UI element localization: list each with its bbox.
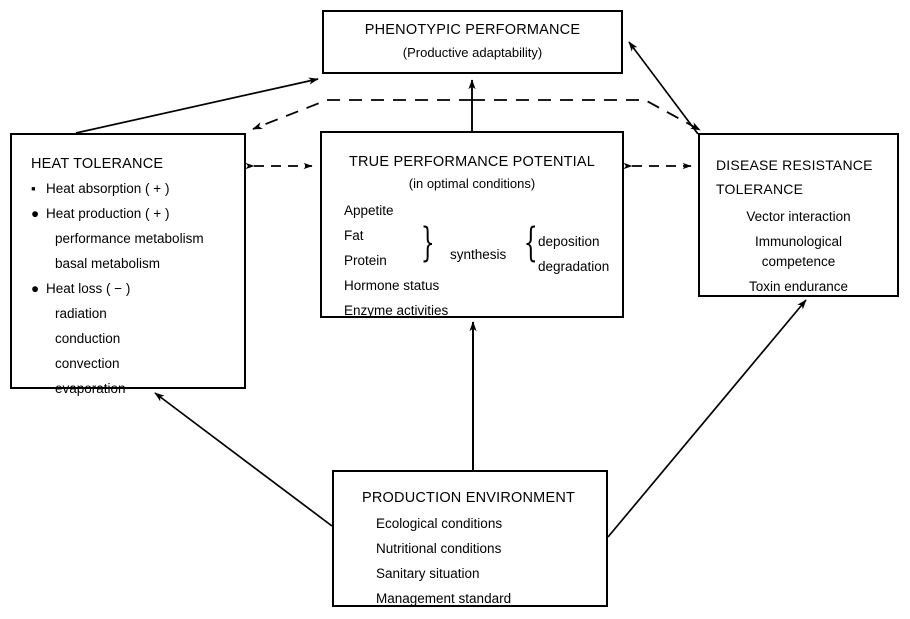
list-item-label: convection [55,356,120,371]
list-item: Immunological [700,234,897,249]
list-item: Management standard [376,591,511,606]
list-item: ● Heat loss ( − ) [31,281,130,296]
phenotypic-performance-title: PHENOTYPIC PERFORMANCE [364,22,581,38]
list-item-label: Ecological conditions [376,516,503,531]
list-item-label: performance metabolism [55,231,204,246]
list-item: ● Heat production ( + ) [31,206,169,221]
list-item: convection [31,356,120,371]
list-item: competence [700,254,897,269]
list-item: Sanitary situation [376,566,480,581]
connector-production-environment-to-disease-resistance [607,299,807,538]
list-item-label: Management standard [376,591,512,606]
box-heat-tolerance: HEAT TOLERANCE ▪ Heat absorption ( + ) ● H… [10,133,246,396]
list-item-label: Fat [344,228,364,243]
list-item: radiation [31,306,107,321]
list-item: Appetite [344,203,394,218]
list-item: Nutritional conditions [376,541,501,556]
connector-phenotypic-performance-dashed-to-disease-resistance [472,99,701,131]
true-performance-potential-title: TRUE PERFORMANCE POTENTIAL [348,154,596,170]
list-item-label: Nutritional conditions [376,541,502,556]
list-item-label: evaporation [55,381,126,396]
production-environment-title: PRODUCTION ENVIRONMENT [362,490,576,506]
list-item: performance metabolism [31,231,204,246]
true-performance-potential-subtitle: (in optimal conditions) [408,176,536,191]
connector-phenotypic-performance-dashed-to-heat-tolerance [252,99,472,130]
bullet-dot: ● [31,206,40,221]
list-item: Vector interaction [700,209,897,224]
list-item-label: Appetite [344,203,394,218]
brace-label: synthesis [450,247,507,262]
list-item-label: Sanitary situation [376,566,480,581]
list-item: conduction [31,331,120,346]
box-production-environment: PRODUCTION ENVIRONMENT Ecological condit… [332,470,608,607]
list-item: Protein [344,253,387,268]
connector-disease-resistance-to-phenotypic-performance [628,41,699,135]
list-item: Enzyme activities [344,303,448,318]
list-item: Ecological conditions [376,516,502,531]
list-item: Toxin endurance [700,279,897,294]
list-item: Hormone status [344,278,439,293]
list-item: ▪ Heat absorption ( + ) [31,181,169,196]
list-item-label: Protein [344,253,387,268]
list-item-label: Enzyme activities [344,303,449,318]
box-true-performance-potential: TRUE PERFORMANCE POTENTIAL (in optimal c… [320,131,624,318]
list-item-label: basal metabolism [55,256,161,271]
list-item: Fat [344,228,364,243]
list-item-label: conduction [55,331,121,346]
brace-right-icon: { [523,220,538,266]
disease-resistance-title-line2: TOLERANCE [716,181,804,197]
box-phenotypic-performance: PHENOTYPIC PERFORMANCE (Productive adapt… [322,10,623,74]
list-item-label: competence [761,254,836,269]
list-item-label: Vector interaction [746,209,851,224]
brace-right-member: degradation [538,259,610,274]
heat-tolerance-title: HEAT TOLERANCE [31,156,164,172]
phenotypic-performance-subtitle: (Productive adaptability) [402,45,543,60]
list-item-label: Hormone status [344,278,440,293]
list-item-label: Toxin endurance [748,279,849,294]
disease-resistance-title-line1: DISEASE RESISTANCE [716,157,873,173]
connector-heat-tolerance-to-phenotypic-performance [75,77,319,134]
list-item-label: Immunological [754,234,843,249]
list-item: evaporation [31,381,126,396]
list-item-label: radiation [55,306,107,321]
list-item-label: Heat loss ( − ) [46,281,131,296]
list-item-label: Heat production ( + ) [46,206,170,221]
list-item: basal metabolism [31,256,160,271]
bullet-square: ▪ [31,181,36,196]
brace-right-member: deposition [538,234,600,249]
bullet-dot: ● [31,281,40,296]
list-item-label: Heat absorption ( + ) [46,181,170,196]
brace-left-icon: } [420,220,435,266]
connector-production-environment-to-heat-tolerance [154,392,333,527]
box-disease-resistance: DISEASE RESISTANCE TOLERANCE Vector inte… [698,133,899,297]
